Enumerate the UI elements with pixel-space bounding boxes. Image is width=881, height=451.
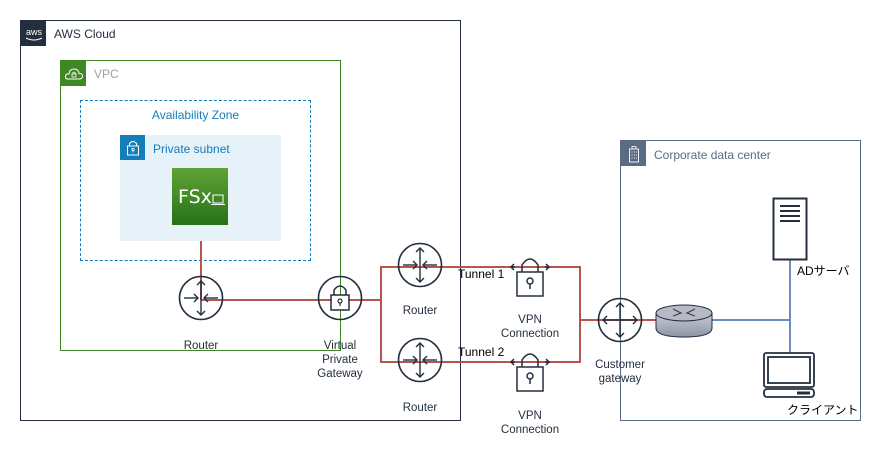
vgw-label-line: Virtual [323, 340, 357, 352]
aws-logo-icon: aws [21, 21, 46, 46]
vpc-label: VPC [94, 67, 119, 81]
cgw-label-line: Customer [595, 359, 645, 371]
vgw-label-line: Gateway [317, 368, 363, 380]
vpn-label-line: VPN [518, 410, 542, 422]
vpn-label-line: Connection [500, 328, 560, 340]
tunnel2-label: Tunnel 2 [458, 345, 505, 359]
cgw-label-line: gateway [598, 373, 642, 385]
aws-logo-text: aws [25, 27, 42, 37]
aws-cloud-group: aws AWS Cloud [20, 20, 461, 421]
availability-zone-label: Availability Zone [151, 108, 240, 122]
vpn-connection2-icon[interactable] [508, 349, 552, 395]
router-tunnel2-icon[interactable] [397, 337, 443, 383]
vpn-label-line: Connection [500, 424, 560, 436]
tunnel1-label: Tunnel 1 [458, 267, 505, 281]
router-vpc-icon[interactable] [178, 275, 224, 321]
client-label: クライアント [787, 403, 859, 417]
subnet-lock-icon [120, 135, 145, 160]
ad-server-icon[interactable] [772, 197, 808, 261]
vpn-label-line: VPN [518, 314, 542, 326]
fsx-icon[interactable]: FSx [172, 168, 228, 225]
vpn-tunnels-path [380, 266, 581, 363]
corporate-data-center-label: Corporate data center [654, 148, 771, 162]
private-subnet-label: Private subnet [153, 142, 230, 156]
vpn-connection2-label: VPN Connection [497, 409, 563, 437]
fsx-text: FSx [178, 186, 212, 208]
aws-cloud-label: AWS Cloud [54, 27, 116, 41]
router-vpc-label: Router [183, 340, 219, 352]
vpc-group: VPC [60, 60, 341, 351]
vpn-gateway-icon[interactable] [317, 275, 363, 321]
ad-server-label: ADサーバ [797, 264, 850, 278]
building-icon [621, 141, 646, 166]
router-tunnel1-label: Router [402, 305, 438, 317]
vgw-label: Virtual Private Gateway [305, 339, 375, 381]
vpn-connection1-icon[interactable] [508, 254, 552, 300]
client-computer-icon[interactable] [763, 352, 817, 398]
availability-zone-group: Availability Zone [80, 100, 311, 261]
corporate-data-center-group: Corporate data center [620, 140, 861, 421]
router-tunnel2-label: Router [402, 402, 438, 414]
onprem-router-icon[interactable] [655, 304, 713, 338]
customer-gateway-icon[interactable] [597, 297, 643, 343]
vpc-cloud-lock-icon [61, 61, 86, 86]
vpn-connection1-label: VPN Connection [497, 313, 563, 341]
router-tunnel1-icon[interactable] [397, 242, 443, 288]
vgw-label-line: Private [322, 354, 358, 366]
customer-gateway-label: Customer gateway [585, 358, 655, 386]
